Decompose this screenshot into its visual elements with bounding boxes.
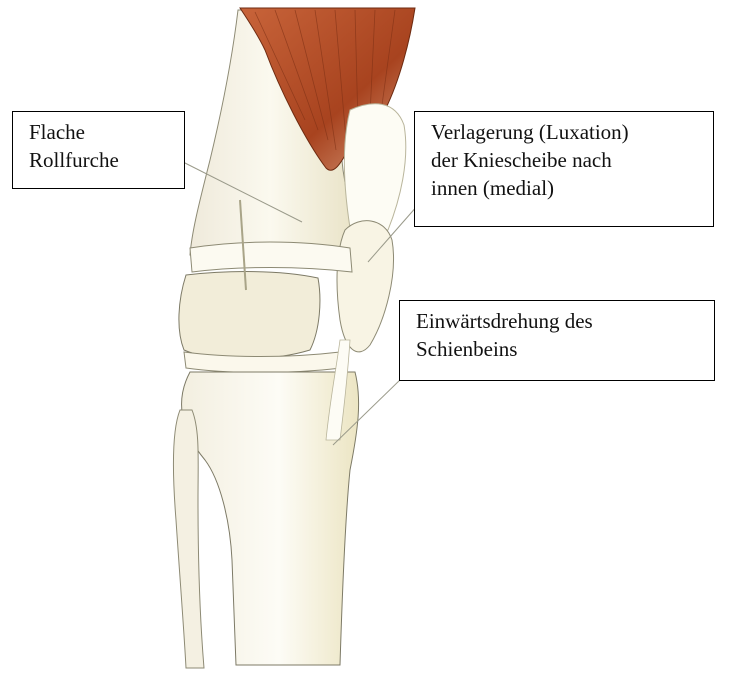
femoral-condyles: [179, 272, 320, 359]
label-flat-groove: Flache Rollfurche: [12, 111, 185, 189]
label-tibia-rotation: Einwärtsdrehung des Schienbeins: [399, 300, 715, 381]
patella: [337, 221, 393, 352]
label-tibia-rotation-line-2: Schienbeins: [416, 335, 704, 363]
retinaculum-band: [190, 242, 352, 272]
label-patella-luxation: Verlagerung (Luxation) der Kniescheibe n…: [414, 111, 714, 227]
label-patella-luxation-line-2: der Kniescheibe nach: [431, 146, 703, 174]
label-patella-luxation-line-1: Verlagerung (Luxation): [431, 118, 703, 146]
quadriceps-tendon: [344, 104, 405, 240]
label-flat-groove-line-2: Rollfurche: [29, 146, 174, 174]
label-flat-groove-line-1: Flache: [29, 118, 174, 146]
label-tibia-rotation-line-1: Einwärtsdrehung des: [416, 307, 704, 335]
label-patella-luxation-line-3: innen (medial): [431, 174, 703, 202]
